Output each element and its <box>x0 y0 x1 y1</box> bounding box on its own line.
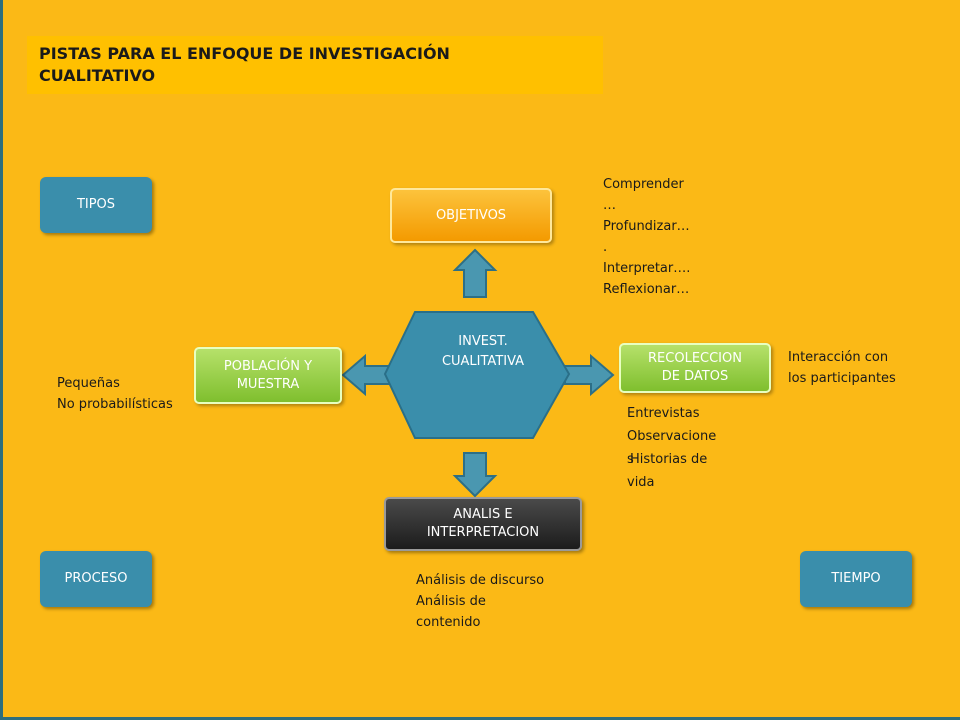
note-line: Profundizar… <box>603 219 690 234</box>
center-label: INVEST. CUALITATIVA <box>418 332 548 372</box>
tiempo-box: TIEMPO <box>800 551 912 607</box>
note-line: Interpretar…. <box>603 261 691 276</box>
note-line: Reflexionar… <box>603 282 690 297</box>
note-line: los participantes <box>788 371 896 386</box>
poblacion-notes: Pequeñas No probabilísticas <box>57 373 173 415</box>
tipos-box: TIPOS <box>40 177 152 233</box>
poblacion-line-1: POBLACIÓN Y <box>223 358 313 374</box>
note-line: s <box>627 452 634 467</box>
center-line-1: INVEST. <box>458 334 508 349</box>
note-line: Observacione <box>627 429 717 444</box>
note-line: Pequeñas <box>57 376 120 391</box>
tipos-label: TIPOS <box>76 197 116 212</box>
title-line-2: CUALITATIVO <box>39 66 156 85</box>
objetivos-label: OBJETIVOS <box>435 207 507 223</box>
recoleccion-right-notes: Interacción con los participantes <box>788 347 896 389</box>
poblacion-box: POBLACIÓN Y MUESTRA <box>194 347 342 404</box>
center-line-2: CUALITATIVA <box>441 354 525 369</box>
arrow-down-to-analisis <box>452 452 498 498</box>
poblacion-line-2: MUESTRA <box>236 376 300 392</box>
arrow-up-to-objetivos <box>452 248 498 298</box>
note-line: Análisis de <box>416 594 486 609</box>
recoleccion-below-notes: Entrevistas Observacione s Historias de … <box>627 402 716 494</box>
note-line: Análisis de discurso <box>416 573 545 588</box>
objetivos-notes: Comprender … Profundizar… . Interpretar…… <box>603 174 690 300</box>
note-line: Comprender <box>603 177 684 192</box>
page-title: PISTAS PARA EL ENFOQUE DE INVESTIGACIÓN … <box>27 36 603 94</box>
note-line: No probabilísticas <box>57 397 173 412</box>
tiempo-label: TIEMPO <box>831 571 881 586</box>
center-hexagon <box>383 311 571 439</box>
title-line-1: PISTAS PARA EL ENFOQUE DE INVESTIGACIÓN <box>39 44 450 63</box>
note-line: contenido <box>416 615 481 630</box>
analisis-line-1: ANALIS E <box>453 507 513 522</box>
recoleccion-line-1: RECOLECCION <box>648 351 742 366</box>
diagram-shapes <box>341 248 615 498</box>
arrow-right-to-recoleccion <box>564 353 615 397</box>
recoleccion-line-2: DE DATOS <box>661 369 729 384</box>
note-line: vida <box>627 475 655 490</box>
proceso-box: PROCESO <box>40 551 152 607</box>
note-line: Entrevistas <box>627 406 700 421</box>
analisis-line-2: INTERPRETACION <box>426 525 540 540</box>
objetivos-box: OBJETIVOS <box>390 188 552 243</box>
analisis-box: ANALIS E INTERPRETACION <box>384 497 582 551</box>
proceso-label: PROCESO <box>64 571 128 586</box>
note-line: . <box>603 240 608 255</box>
note-line: Interacción con <box>788 350 889 365</box>
note-line: Historias de <box>630 452 708 467</box>
analisis-notes: Análisis de discurso Análisis de conteni… <box>416 570 544 633</box>
recoleccion-box: RECOLECCION DE DATOS <box>619 343 771 393</box>
note-line: … <box>603 198 616 213</box>
